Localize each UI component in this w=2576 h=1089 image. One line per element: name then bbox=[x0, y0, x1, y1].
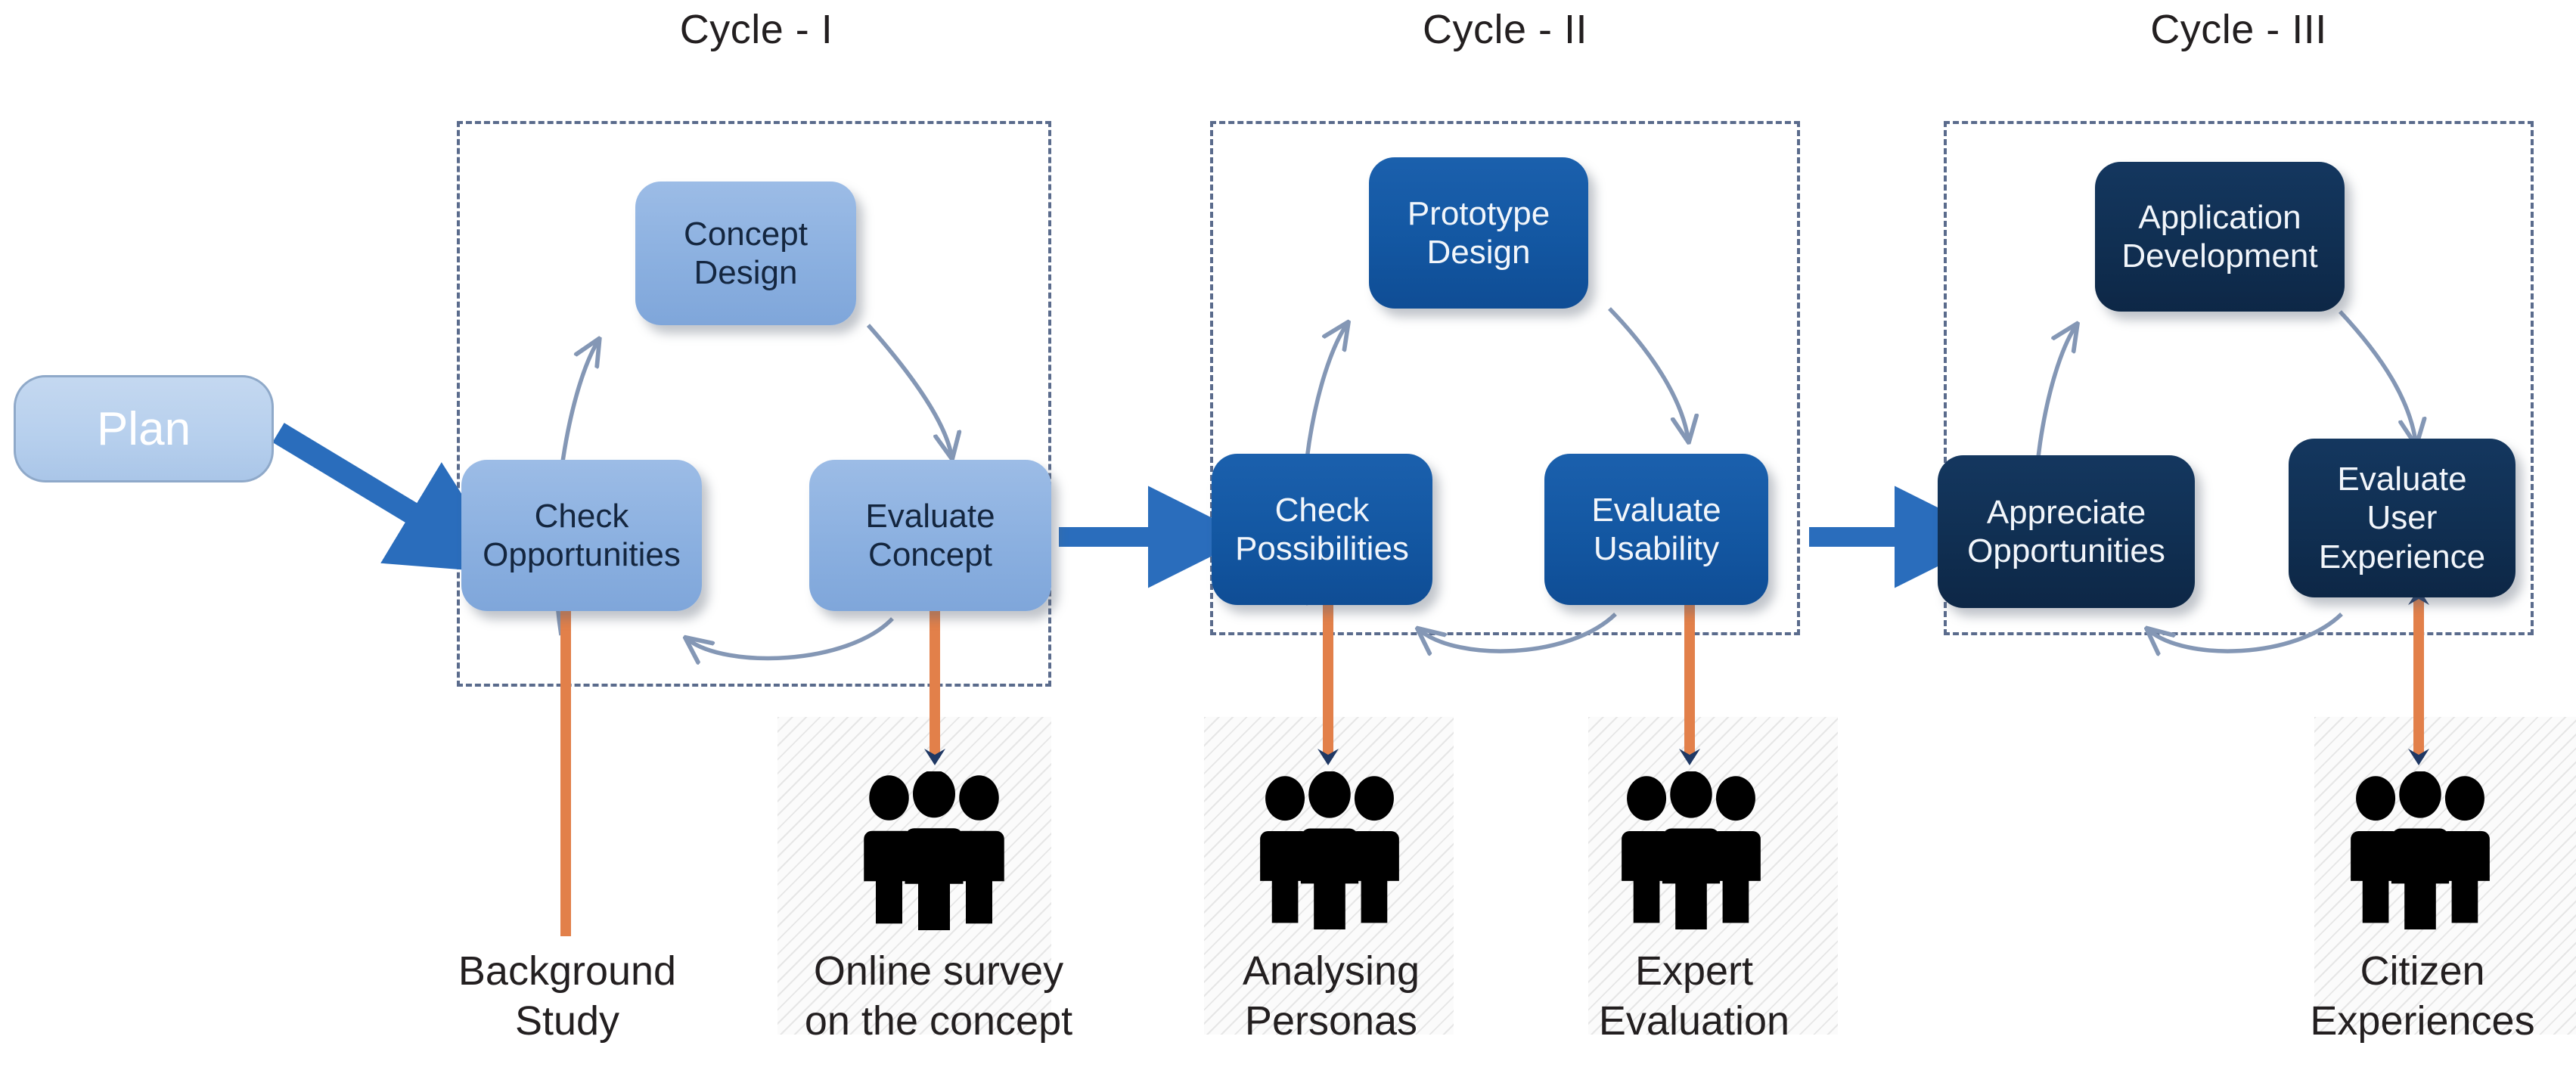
cycle-title-1: Cycle - I bbox=[679, 7, 833, 52]
cycle-3-check-label: Appreciate Opportunities bbox=[1967, 493, 2165, 569]
cycle-1-check-node[interactable]: Check Opportunities bbox=[461, 460, 702, 611]
hatched-panel-analysing-personas bbox=[1204, 717, 1454, 1035]
flow-arrow-plan-to-cycle1 bbox=[272, 423, 513, 574]
cycle-3-evaluate-label: Evaluate User Experience bbox=[2318, 461, 2486, 576]
cycle-title-3: Cycle - III bbox=[2150, 7, 2327, 52]
input-label-expert-evaluation: Expert Evaluation bbox=[1598, 948, 1790, 1044]
people-group-icon-analysing-personas bbox=[1251, 771, 1408, 930]
input-label-online-survey: Online survey on the concept bbox=[804, 948, 1073, 1044]
people-group-icon-expert-evaluation bbox=[1612, 771, 1770, 930]
cycle-2-check-node[interactable]: Check Possibilities bbox=[1212, 454, 1432, 605]
people-group-icon-online-survey bbox=[855, 771, 1013, 930]
cycle-2-evaluate-label: Evaluate Usability bbox=[1591, 491, 1721, 567]
cycle-2-design-label: Prototype Design bbox=[1407, 194, 1550, 271]
cycle-3-design-label: Application Development bbox=[2121, 198, 2318, 275]
people-group-icon-citizen-experiences bbox=[2342, 771, 2499, 930]
cycle-1-check-label: Check Opportunities bbox=[483, 497, 681, 573]
cycle-3-evaluate-node[interactable]: Evaluate User Experience bbox=[2289, 439, 2515, 597]
input-label-background-study: Background Study bbox=[458, 948, 677, 1044]
cycle-2-evaluate-node[interactable]: Evaluate Usability bbox=[1544, 454, 1768, 605]
cycle-1-design-node[interactable]: Concept Design bbox=[635, 182, 856, 325]
plan-label: Plan bbox=[96, 402, 191, 455]
cycle-2-design-node[interactable]: Prototype Design bbox=[1369, 157, 1588, 309]
cycle-1-region bbox=[457, 121, 1051, 687]
input-label-analysing-personas: Analysing Personas bbox=[1242, 948, 1420, 1044]
plan-node[interactable]: Plan bbox=[14, 375, 274, 482]
cycle-1-evaluate-node[interactable]: Evaluate Concept bbox=[809, 460, 1051, 611]
cycle-2-check-label: Check Possibilities bbox=[1235, 491, 1409, 567]
input-label-citizen-experiences: Citizen Experiences bbox=[2310, 948, 2535, 1044]
cycle-1-design-label: Concept Design bbox=[684, 215, 808, 291]
cycle-3-design-node[interactable]: Application Development bbox=[2095, 162, 2345, 312]
cycle-3-check-node[interactable]: Appreciate Opportunities bbox=[1938, 455, 2195, 608]
cycle-title-2: Cycle - II bbox=[1422, 7, 1588, 52]
cycle-1-evaluate-label: Evaluate Concept bbox=[865, 497, 995, 573]
